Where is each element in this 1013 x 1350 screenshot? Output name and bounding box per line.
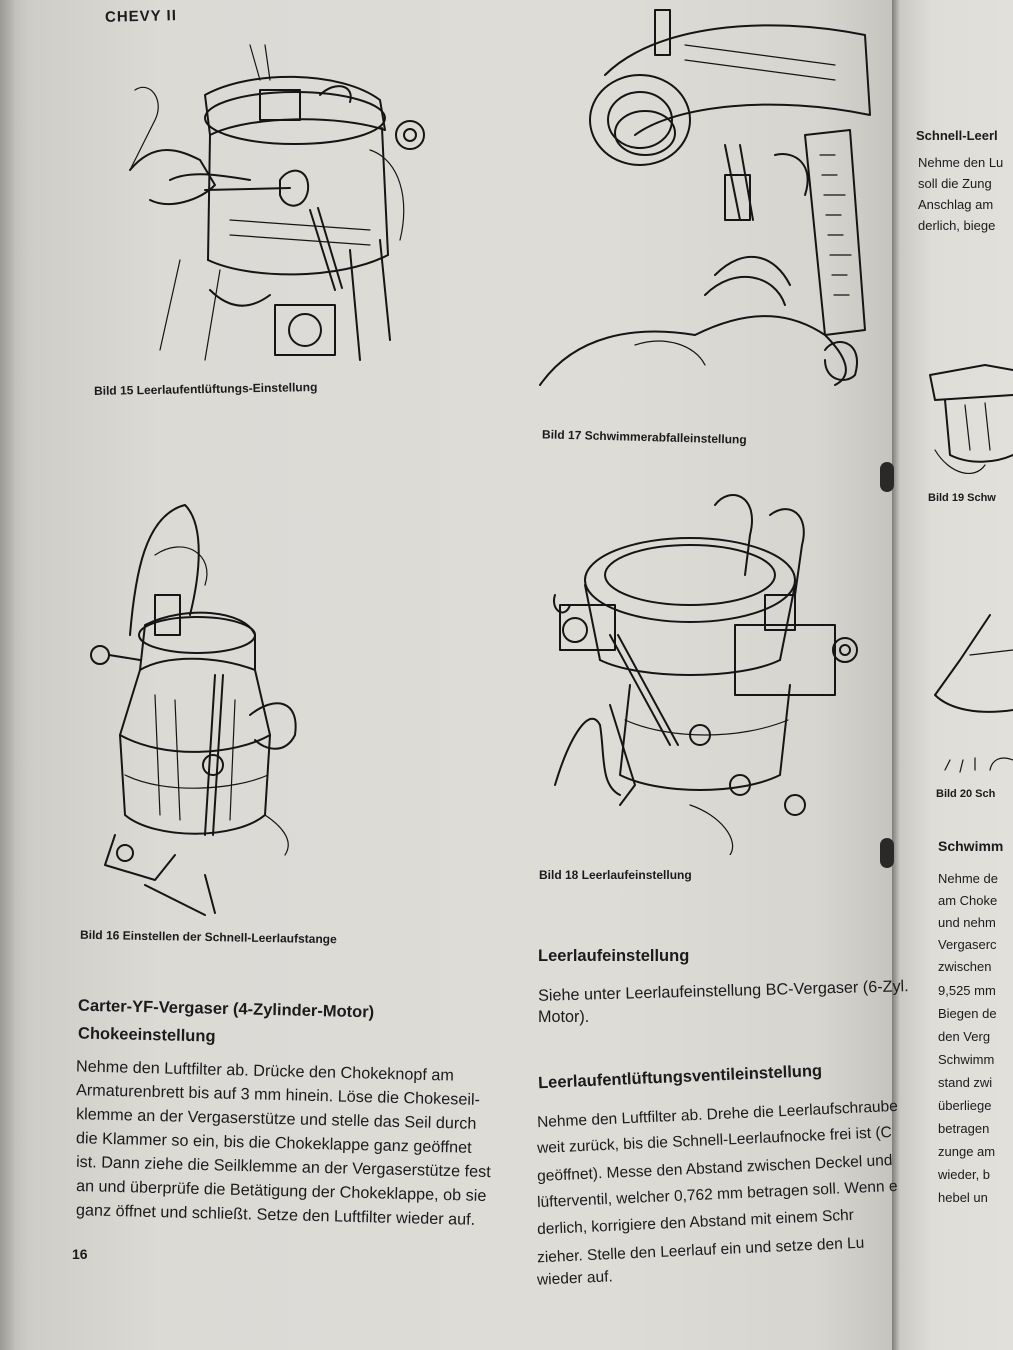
binder-hole <box>880 838 894 868</box>
page-number: 16 <box>72 1246 88 1262</box>
running-header: CHEVY II <box>104 7 178 26</box>
next-page-line: soll die Zung <box>918 176 992 191</box>
next-page-heading: Schnell-Leerl <box>916 128 998 143</box>
binder-hole <box>880 462 894 492</box>
next-page-line: Nehme de <box>938 871 998 886</box>
next-page-line: Vergaserc <box>938 937 997 952</box>
next-page-line: Nehme den Lu <box>918 155 1004 170</box>
illustration-bild15 <box>129 44 425 361</box>
caption-bild19: Bild 19 Schw <box>928 492 996 504</box>
right-line: wieder auf. <box>536 1268 614 1289</box>
left-page <box>0 0 892 1350</box>
heading-leerlaufeinstellung: Leerlaufeinstellung <box>538 947 690 965</box>
next-page <box>892 0 1013 1350</box>
next-page-line: wieder, b <box>938 1167 991 1182</box>
illustration-bild20-fragment <box>934 614 1013 773</box>
page-stack-edge <box>0 0 14 1350</box>
next-page-line: Biegen de <box>938 1006 997 1021</box>
next-page-line: derlich, biege <box>918 218 996 233</box>
next-page-line: Schwimm <box>938 1052 995 1067</box>
next-page-line: zunge am <box>938 1144 996 1159</box>
next-page-line: überliege <box>938 1098 992 1113</box>
section-subtitle-choke: Chokeeinstellung <box>77 1024 216 1046</box>
caption-bild20: Bild 20 Sch <box>936 788 996 800</box>
illustration-bild19-fragment <box>929 364 1013 474</box>
next-page-line: betragen <box>938 1121 990 1136</box>
next-page-line: am Choke <box>938 893 998 908</box>
next-page-line: zwischen <box>938 959 992 974</box>
next-page-line: und nehm <box>938 915 996 930</box>
next-page-line: Anschlag am <box>918 197 994 212</box>
next-page-line: den Verg <box>938 1029 991 1044</box>
next-page-line: 9,525 mm <box>938 983 996 998</box>
next-page-line: hebel un <box>938 1190 988 1205</box>
illustration-bild16 <box>90 504 297 916</box>
illustration-bild17 <box>539 9 871 386</box>
next-page-heading: Schwimm <box>938 838 1004 854</box>
right-line: Motor). <box>538 1008 590 1026</box>
illustration-bild18 <box>553 494 858 855</box>
caption-bild18: Bild 18 Leerlaufeinstellung <box>539 868 692 882</box>
next-page-line: stand zwi <box>938 1075 993 1090</box>
